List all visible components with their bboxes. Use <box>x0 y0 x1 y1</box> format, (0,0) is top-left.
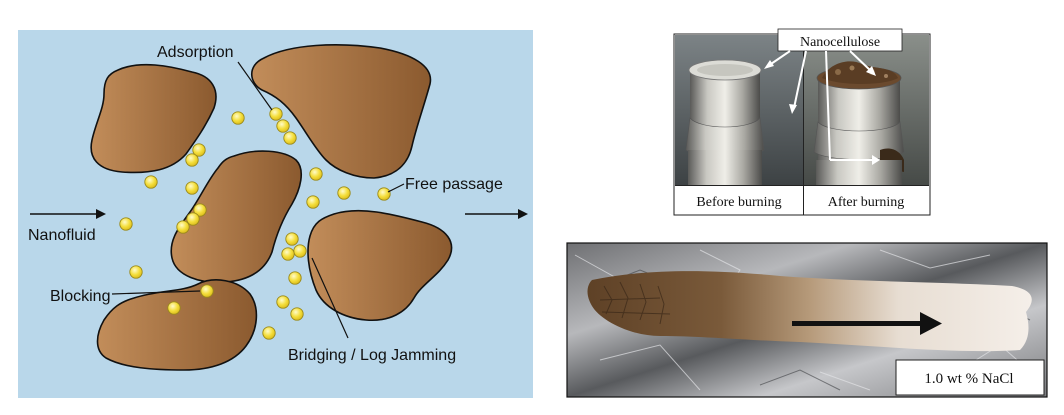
after-burning-caption: After burning <box>828 195 905 210</box>
burning-comparison-photo: Nanocellulose Before burning After burni… <box>674 29 930 215</box>
nanoparticle <box>145 176 157 188</box>
salt-strip-photo: 1.0 wt % NaCl <box>567 243 1047 397</box>
nanoparticle <box>286 233 298 245</box>
nanoparticle <box>232 112 244 124</box>
nanoparticle <box>378 188 390 200</box>
free-passage-label: Free passage <box>405 176 503 193</box>
nanoparticle <box>168 302 180 314</box>
nacl-label: 1.0 wt % NaCl <box>924 371 1013 387</box>
nanoparticle <box>130 266 142 278</box>
blocking-label: Blocking <box>50 288 110 305</box>
nanoparticle <box>263 327 275 339</box>
nanoparticle <box>307 196 319 208</box>
after-burning-panel <box>804 35 929 185</box>
before-burning-caption: Before burning <box>696 195 781 210</box>
nanoparticle <box>294 245 306 257</box>
nanoparticle <box>289 272 301 284</box>
nanoparticle <box>177 221 189 233</box>
nanoparticle <box>120 218 132 230</box>
nanoparticle <box>284 132 296 144</box>
nanoparticle <box>201 285 213 297</box>
nanoparticle <box>310 168 322 180</box>
nanoparticle <box>277 296 289 308</box>
nanoparticle <box>338 187 350 199</box>
nanoparticle <box>291 308 303 320</box>
nanoparticle <box>282 248 294 260</box>
nanoparticle <box>186 182 198 194</box>
nanofluid-label: Nanofluid <box>28 227 96 244</box>
before-burning-panel <box>675 35 803 185</box>
nanoparticle <box>187 213 199 225</box>
bridging-label: Bridging / Log Jamming <box>288 347 456 364</box>
nanoparticle <box>186 154 198 166</box>
nanoparticle <box>277 120 289 132</box>
nanocellulose-label: Nanocellulose <box>800 35 880 50</box>
porous-media-diagram: Adsorption Free passage Nanofluid Blocki… <box>18 30 533 398</box>
adsorption-label: Adsorption <box>157 44 234 61</box>
